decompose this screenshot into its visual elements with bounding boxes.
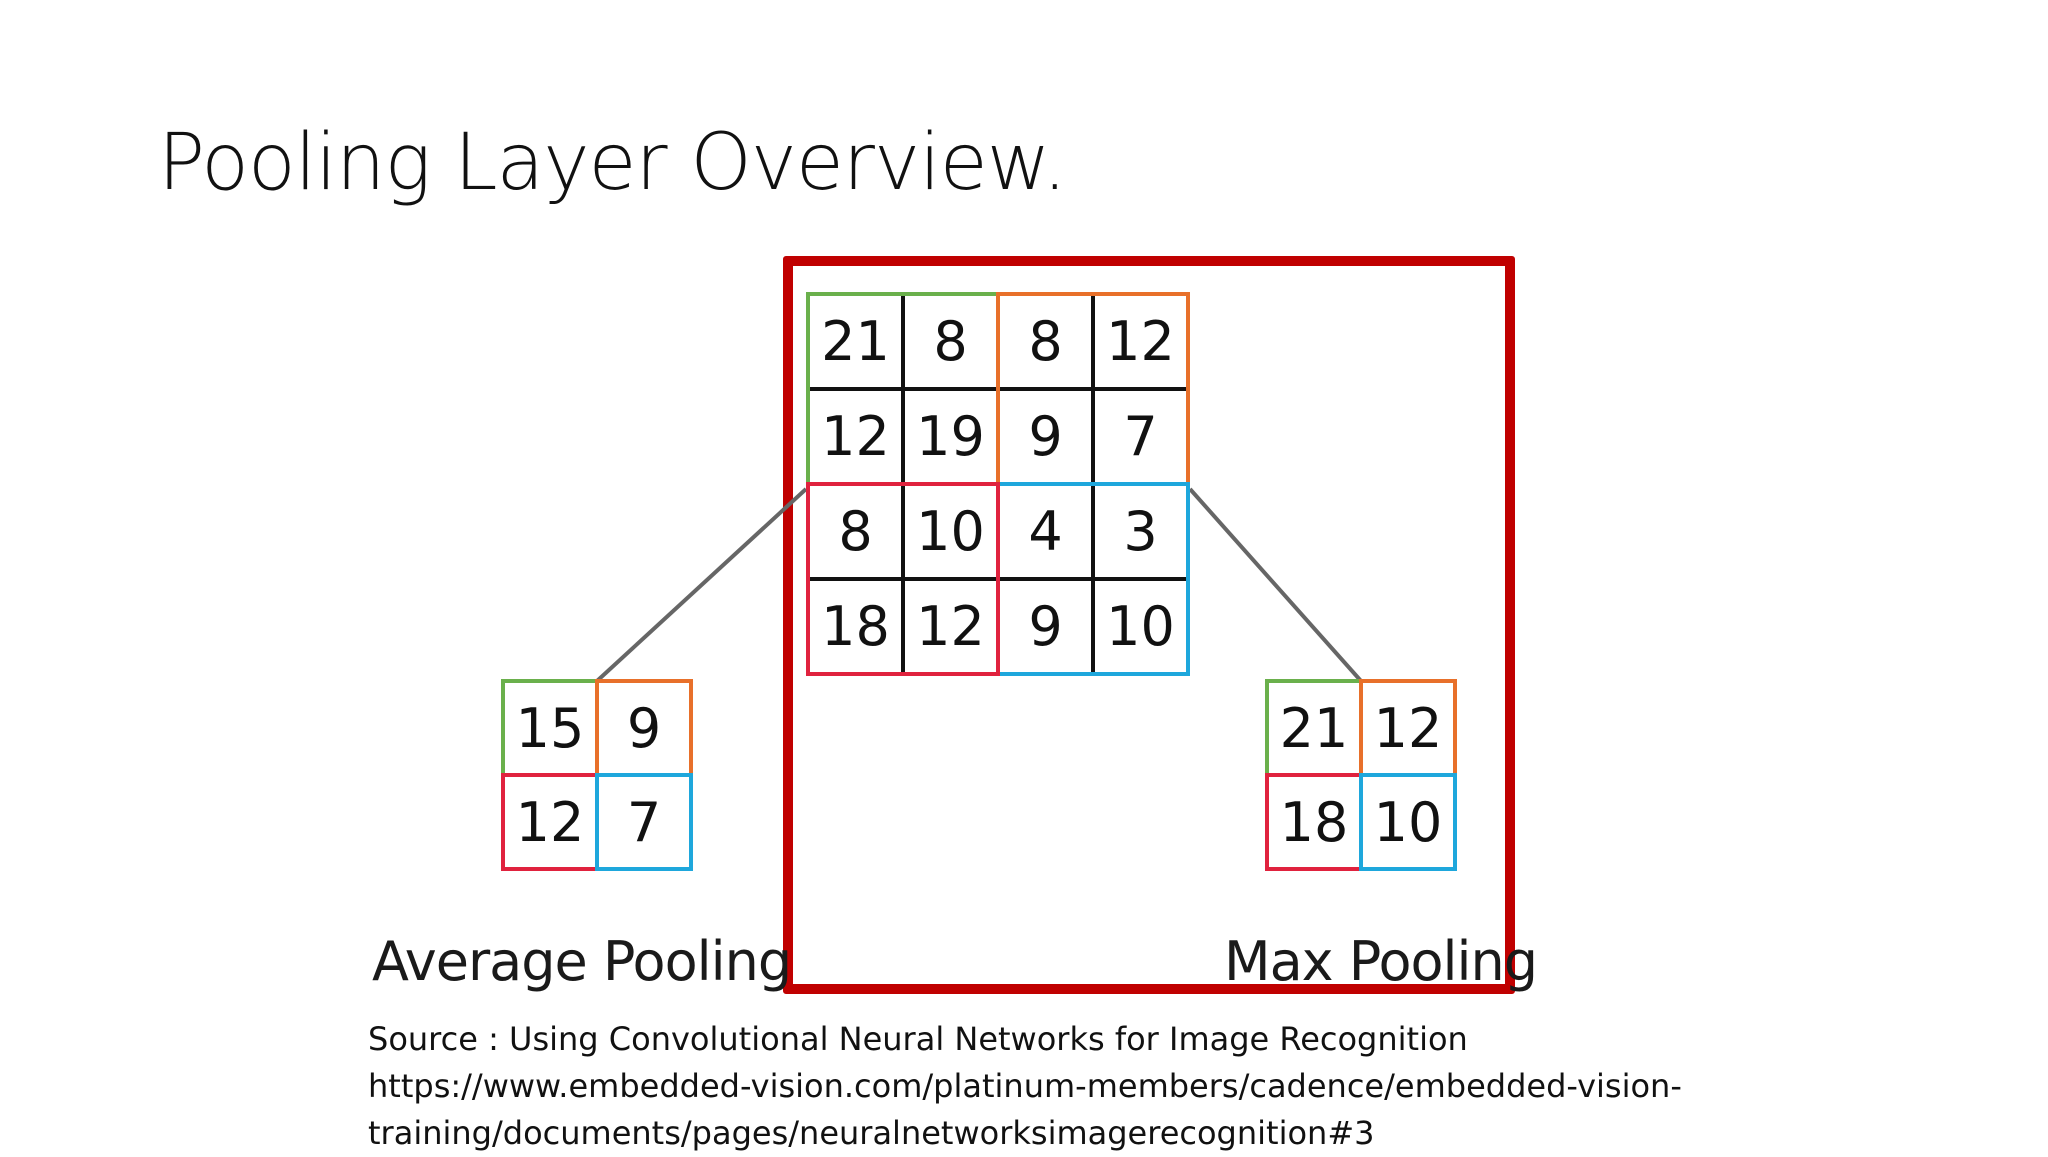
source-line-3: training/documents/pages/neuralnetworksi…: [368, 1114, 1375, 1152]
average-pooling-cell: 7: [626, 790, 662, 854]
input-cell: 19: [916, 405, 985, 468]
average-pooling-cell-bottom-right: [595, 773, 693, 871]
input-cell: 12: [1106, 310, 1175, 373]
max-pooling-cell: 21: [1279, 696, 1349, 760]
highlight-frame: [783, 256, 1515, 994]
input-cell: 8: [933, 310, 968, 373]
input-cell: 10: [1106, 595, 1175, 658]
input-cell: 4: [1028, 500, 1063, 563]
max-pooling-cell: 18: [1279, 790, 1349, 854]
max-pooling-cell: 10: [1373, 790, 1443, 854]
quadrant-outlines: [501, 292, 1457, 871]
connector-max: [1188, 487, 1363, 683]
average-pooling-label: Average Pooling: [372, 930, 792, 993]
source-line-1: Source : Using Convolutional Neural Netw…: [368, 1020, 1468, 1058]
input-cell: 12: [916, 595, 985, 658]
input-cell: 21: [821, 310, 890, 373]
input-cell: 10: [916, 500, 985, 563]
slide-title: Pooling Layer Overview.: [158, 118, 1067, 208]
input-cell: 3: [1123, 500, 1158, 563]
input-cell: 8: [1028, 310, 1063, 373]
source-citation: Source : Using Convolutional Neural Netw…: [368, 1016, 1682, 1157]
connector-average: [595, 487, 808, 683]
input-cell: 12: [821, 405, 890, 468]
average-pooling-cell: 15: [515, 696, 585, 760]
input-cell: 9: [1028, 405, 1063, 468]
input-cell: 9: [1028, 595, 1063, 658]
input-cell: 18: [821, 595, 890, 658]
max-pooling-label: Max Pooling: [1224, 930, 1538, 993]
input-cell: 7: [1123, 405, 1158, 468]
average-pooling-cell: 12: [515, 790, 585, 854]
max-pooling-cell: 12: [1373, 696, 1443, 760]
quadrant-bottom-left: [806, 482, 1000, 676]
connector-lines: [595, 487, 1363, 683]
max-pooling-cell-bottom-right: [1359, 773, 1457, 871]
input-cell: 8: [838, 500, 873, 563]
average-pooling-cell: 9: [626, 696, 662, 760]
source-line-2: https://www.embedded-vision.com/platinum…: [368, 1067, 1682, 1105]
